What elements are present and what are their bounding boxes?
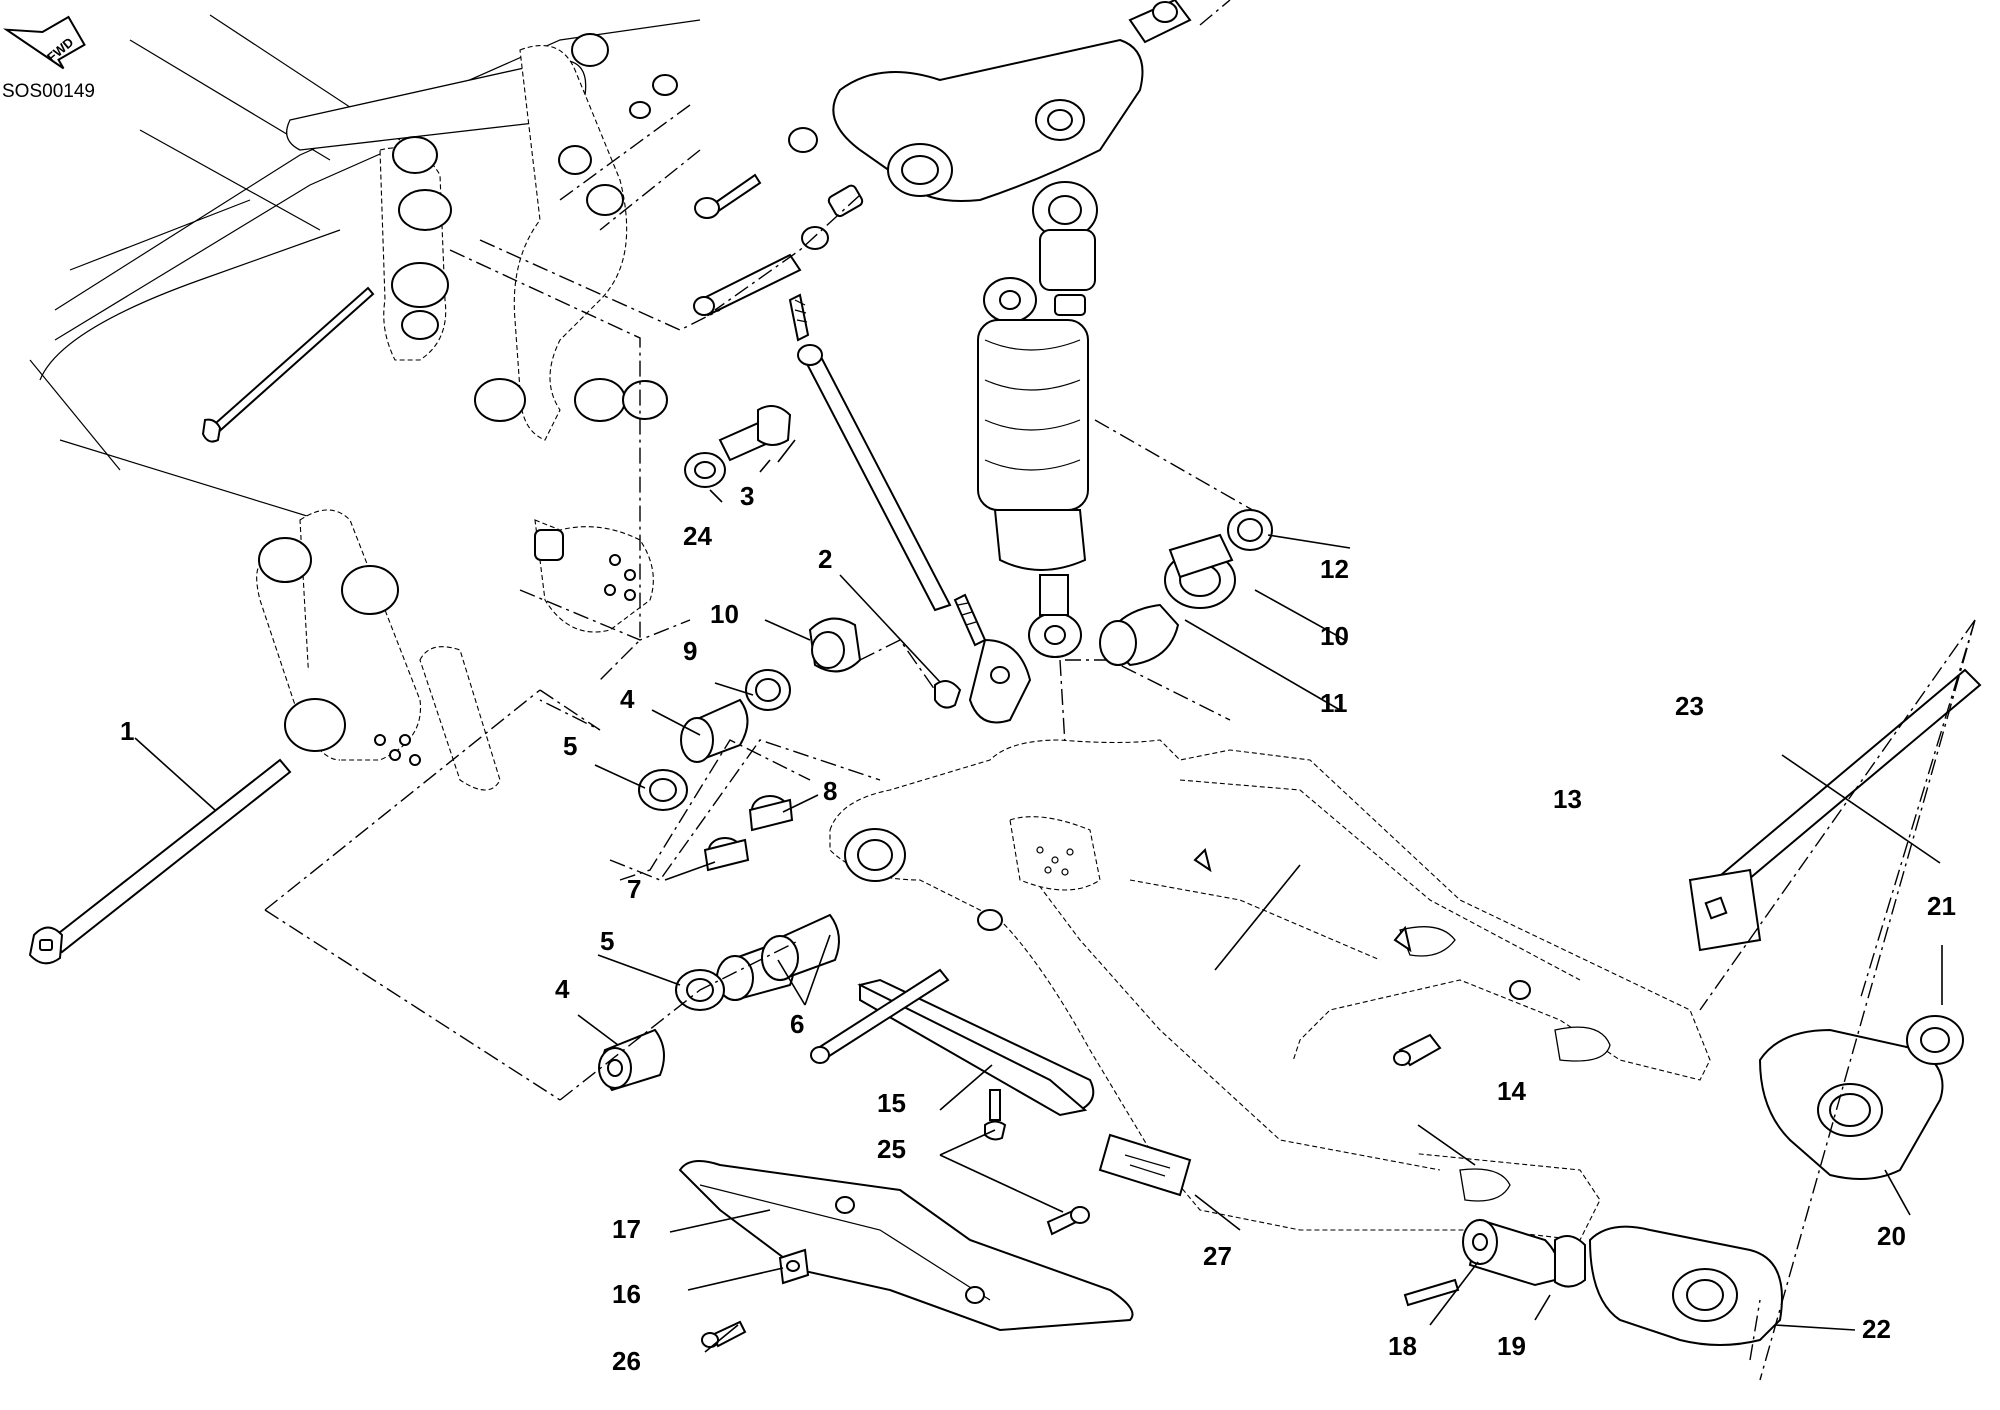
bolt-and-washer — [684, 405, 792, 488]
callout-9: 9 — [683, 636, 697, 666]
callout-labels: 1 2 3 4 4 5 5 6 7 8 9 10 10 11 12 13 14 … — [120, 481, 1956, 1376]
callout-12: 12 — [1320, 554, 1349, 584]
rocker-linkage-assembly — [559, 0, 1231, 724]
shock-absorber — [977, 181, 1098, 658]
fwd-direction-badge: FWD — [2, 15, 86, 70]
assembly-guide-spacer — [619, 739, 811, 881]
chain-guard — [678, 1160, 1134, 1348]
callout-21: 21 — [1927, 891, 1956, 921]
pull-rod-parts — [859, 639, 962, 709]
callout-6: 6 — [790, 1009, 804, 1039]
shock-bushings-set — [1099, 509, 1273, 667]
callout-23: 23 — [1675, 691, 1704, 721]
callout-10-left: 10 — [710, 599, 739, 629]
assembly-guide-frame-left — [449, 249, 641, 681]
callout-11: 11 — [1320, 688, 1348, 718]
callout-3: 3 — [740, 481, 754, 511]
assembly-guide-axle — [1699, 619, 1976, 1381]
callout-8: 8 — [823, 776, 837, 806]
grease-fitting — [1393, 1033, 1442, 1067]
callout-25: 25 — [877, 1134, 906, 1164]
callout-1: 1 — [120, 716, 134, 746]
frame-ghost-outline — [29, 14, 701, 791]
assembly-guide-bushings-upper — [539, 689, 881, 881]
assembly-guide-frame-mid — [479, 239, 721, 331]
swingarm-pivot-shaft — [28, 758, 292, 965]
callout-15: 15 — [877, 1088, 906, 1118]
callout-24: 24 — [683, 521, 712, 551]
callout-14: 14 — [1497, 1076, 1526, 1106]
callout-19: 19 — [1497, 1331, 1526, 1361]
chain-adjuster-left — [1403, 1218, 1783, 1346]
callout-2: 2 — [818, 544, 832, 574]
leader-lines — [134, 439, 1943, 1353]
callout-27: 27 — [1203, 1241, 1232, 1271]
chain-slider-bracket — [810, 968, 1095, 1141]
assembly-guide-bushings-lower — [264, 689, 801, 1101]
callout-22: 22 — [1862, 1314, 1891, 1344]
wheel-axle — [1688, 668, 1982, 952]
swingarm-ghost — [829, 739, 1711, 1241]
callout-10-right: 10 — [1320, 621, 1349, 651]
callout-16: 16 — [612, 1279, 641, 1309]
pivot-bushings-set — [598, 617, 862, 1092]
callout-18: 18 — [1388, 1331, 1417, 1361]
callout-17: 17 — [612, 1214, 641, 1244]
callout-7: 7 — [627, 874, 641, 904]
assembly-guide-frame-lower — [519, 589, 691, 641]
callout-13: 13 — [1553, 784, 1582, 814]
callout-26: 26 — [612, 1346, 641, 1376]
chain-adjuster-right — [1758, 1015, 1964, 1180]
callout-4-lower: 4 — [555, 974, 570, 1004]
label-plate — [1098, 1133, 1192, 1197]
callout-5-lower: 5 — [600, 926, 614, 956]
drawing-code: SOS00149 — [2, 81, 95, 102]
callout-5-upper: 5 — [563, 731, 577, 761]
callout-4-upper: 4 — [620, 684, 635, 714]
callout-20: 20 — [1877, 1221, 1906, 1251]
